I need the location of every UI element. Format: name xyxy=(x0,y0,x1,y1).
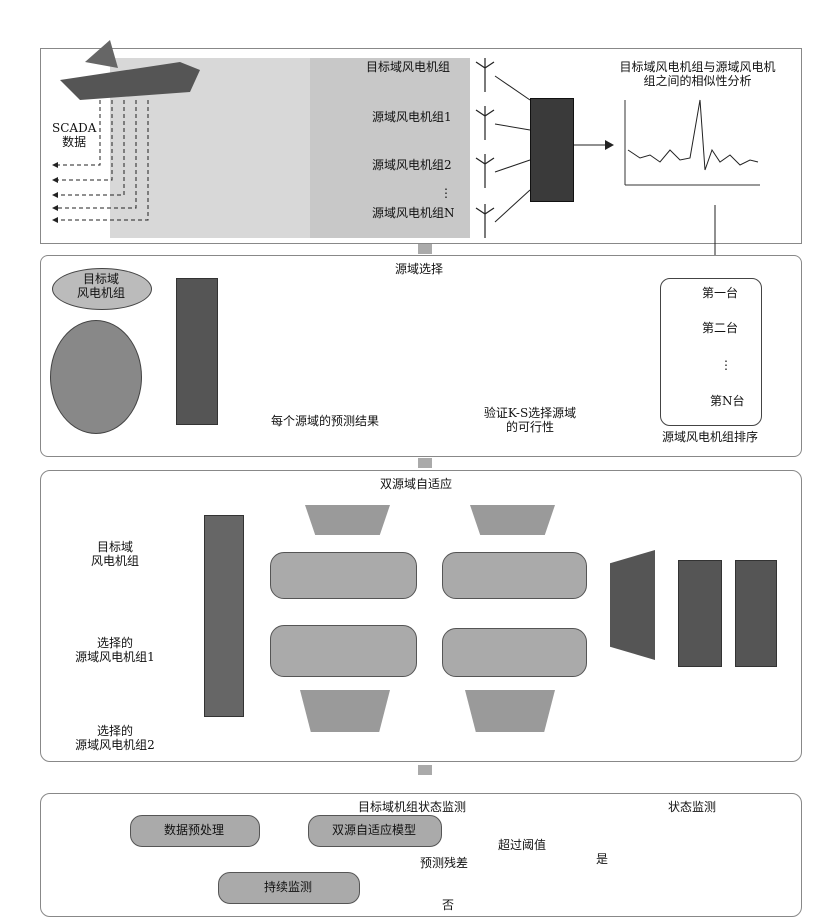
rank-1: 第一台 xyxy=(702,286,738,300)
monitoring-header: 目标域机组状态监测 xyxy=(358,800,466,814)
target-bubble-label: 目标域 风电机组 xyxy=(60,272,142,300)
validation-caption: 验证K-S选择源域 的可行性 xyxy=(455,406,605,434)
scada-label: SCADA 数据 xyxy=(52,121,96,149)
source-ellipse xyxy=(50,320,142,434)
rank-dots: ⋮ xyxy=(720,358,732,372)
mmd-bottom-2 xyxy=(465,690,555,732)
regressor-block-2 xyxy=(735,560,777,667)
continue-label: 持续监测 xyxy=(218,880,358,894)
mmd-bottom-1 xyxy=(300,690,390,732)
similarity-chart xyxy=(625,100,760,185)
input-target-label: 目标域 风电机组 xyxy=(70,540,160,568)
source-1-label: 源域风电机组1 xyxy=(372,110,452,124)
rank-n: 第N台 xyxy=(710,394,745,408)
residual-label: 预测残差 xyxy=(420,856,468,870)
ranking-caption: 源域风电机组排序 xyxy=(640,430,780,444)
branch-2-block-b xyxy=(442,628,587,677)
input-source2-label: 选择的 源域风电机组2 xyxy=(55,724,175,752)
branch-2-block-a xyxy=(270,625,417,677)
regressor-block-1 xyxy=(678,560,722,667)
preprocess-label: 数据预处理 xyxy=(130,823,258,837)
model-label: 双源自适应模型 xyxy=(308,823,440,837)
branch-1-block-b xyxy=(442,552,587,599)
input-source1-label: 选择的 源域风电机组1 xyxy=(55,636,175,664)
target-turbine-label: 目标域风电机组 xyxy=(366,60,450,74)
mmd-top-2 xyxy=(470,505,555,535)
monitor-title: 状态监测 xyxy=(668,800,716,814)
similarity-title: 目标域风电机组与源域风电机组之间的相似性分析 xyxy=(615,60,780,88)
source-2-label: 源域风电机组2 xyxy=(372,158,452,172)
source-n-label: 源域风电机组N xyxy=(372,206,455,220)
prediction-caption: 每个源域的预测结果 xyxy=(250,414,400,428)
branch-1-block-a xyxy=(270,552,417,599)
dots-label: ⋮ xyxy=(440,186,452,200)
diamond-label: 超过阈值 xyxy=(482,838,562,852)
source-selection-header: 源域选择 xyxy=(395,262,443,276)
model-block xyxy=(176,278,218,425)
similarity-block xyxy=(530,98,574,202)
rank-2: 第二台 xyxy=(702,321,738,335)
mmd-top-1 xyxy=(305,505,390,535)
yes-label: 是 xyxy=(596,852,608,866)
fusion-block xyxy=(610,550,655,660)
dual-source-header: 双源域自适应 xyxy=(380,477,452,491)
no-label: 否 xyxy=(442,898,454,912)
feature-extractor-block xyxy=(204,515,244,717)
